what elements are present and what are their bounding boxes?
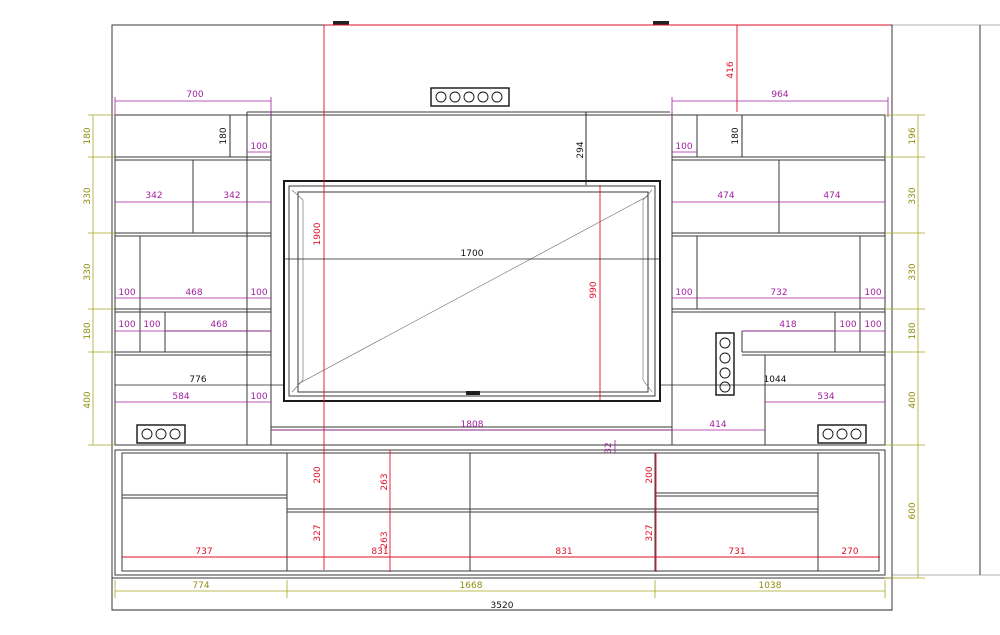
speaker-left-low: [136, 424, 186, 444]
dim-100-row5: 100: [250, 392, 267, 402]
dim-342-a: 342: [145, 191, 162, 201]
dim-1038: 1038: [759, 581, 782, 591]
dim-831-b: 831: [555, 547, 572, 557]
dim-100-row3-r-a: 100: [675, 288, 692, 298]
dim-right-h2: 330: [908, 187, 918, 204]
dim-left-h5: 400: [83, 391, 93, 408]
dim-180-right-inner: 180: [731, 127, 741, 144]
dim-180-left-inner: 180: [219, 127, 229, 144]
dim-32: 32: [604, 442, 614, 453]
dim-327-right: 327: [645, 524, 655, 541]
dim-200-right: 200: [645, 466, 655, 483]
dim-831-a: 831: [371, 547, 388, 557]
dim-731: 731: [728, 547, 745, 557]
dim-700: 700: [186, 90, 203, 100]
speaker-right-vertical: [715, 332, 735, 396]
dim-100-row4-r-b: 100: [839, 320, 856, 330]
dim-left-h1: 180: [83, 127, 93, 144]
tv-brand-label: NEO: [469, 391, 478, 396]
dim-1700: 1700: [461, 249, 484, 259]
dim-737: 737: [195, 547, 212, 557]
dim-100-row3-c: 100: [250, 288, 267, 298]
dim-990: 990: [589, 281, 599, 298]
black-dimension-labels: 1700 294 776 1044 180 180 3520: [189, 127, 786, 611]
dim-100-row1-right: 100: [675, 142, 692, 152]
dim-left-h4: 180: [83, 322, 93, 339]
dim-270: 270: [841, 547, 858, 557]
ceiling-lights: [333, 21, 669, 25]
dim-100-row3-a: 100: [118, 288, 135, 298]
dim-left-h3: 330: [83, 263, 93, 280]
dim-776: 776: [189, 375, 206, 385]
dim-342-b: 342: [223, 191, 240, 201]
dim-294: 294: [576, 141, 586, 158]
dim-263-bottom: 263: [380, 531, 390, 548]
red-dimensions: [122, 24, 890, 572]
dim-100-row3-r-c: 100: [864, 288, 881, 298]
dim-474-a: 474: [717, 191, 734, 201]
dim-327-left: 327: [313, 524, 323, 541]
dim-774: 774: [192, 581, 209, 591]
base-cabinet: [114, 449, 886, 576]
purple-dimensions: [114, 97, 889, 453]
dim-474-b: 474: [823, 191, 840, 201]
tv-screen: NEO: [283, 180, 661, 402]
dim-534: 534: [817, 392, 834, 402]
black-dimensions: [112, 112, 892, 611]
dim-263-top: 263: [380, 473, 390, 490]
dim-732: 732: [770, 288, 787, 298]
dim-base-height: 600: [908, 502, 918, 519]
upper-shelving: [114, 111, 886, 446]
dim-100-row1-left: 100: [250, 142, 267, 152]
dim-414: 414: [709, 420, 726, 430]
dim-right-h4: 180: [908, 322, 918, 339]
olive-dimensions: [88, 114, 925, 598]
dim-964: 964: [771, 90, 788, 100]
dim-1808: 1808: [461, 420, 484, 430]
dim-100-row4-b: 100: [143, 320, 160, 330]
dim-right-h1: 196: [908, 127, 918, 144]
dim-right-h3: 330: [908, 263, 918, 280]
dim-1668: 1668: [460, 581, 483, 591]
dim-1900: 1900: [313, 222, 323, 245]
dim-left-h2: 330: [83, 187, 93, 204]
dim-416: 416: [726, 61, 736, 78]
dim-468-row3: 468: [185, 288, 202, 298]
red-dimension-labels: 1900 416 990 200 327 263 263 200 327 737…: [195, 61, 858, 557]
dim-584: 584: [172, 392, 189, 402]
dim-100-row4-r-c: 100: [864, 320, 881, 330]
dim-right-h5: 400: [908, 391, 918, 408]
dim-418: 418: [779, 320, 796, 330]
purple-dimension-labels: 700 964 100 100 342 342 474 474 100 468 …: [118, 90, 881, 454]
dim-200-left: 200: [313, 466, 323, 483]
dim-3520: 3520: [491, 601, 514, 611]
wall-outline: [111, 24, 1000, 611]
dim-1044: 1044: [764, 375, 787, 385]
speaker-right-low: [817, 424, 867, 444]
speaker-top: [430, 87, 510, 107]
dim-468-row4: 468: [210, 320, 227, 330]
olive-dimension-labels: 180 330 330 180 400 196 330 330 180 400 …: [83, 127, 918, 591]
dim-100-row4-a: 100: [118, 320, 135, 330]
